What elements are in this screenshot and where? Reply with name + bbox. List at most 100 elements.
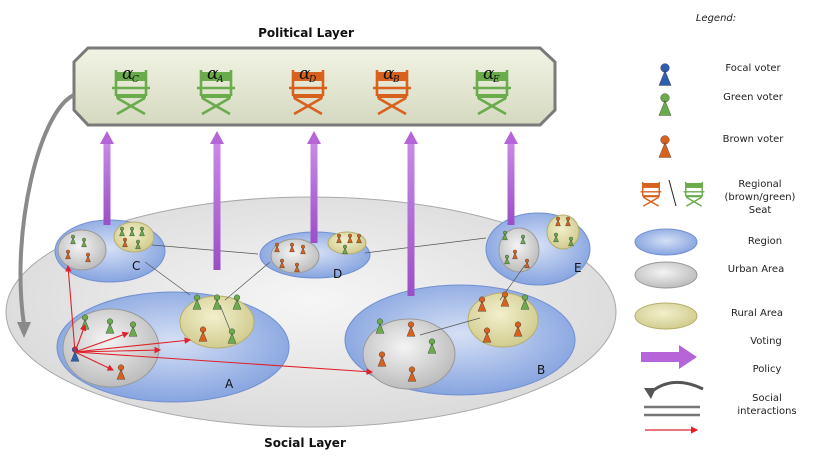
seat-c-alpha: α [122,64,134,84]
green-voter-9 [135,239,141,250]
policy-arrow-2 [210,131,224,270]
brown-voter-38 [406,321,416,337]
green-voter-2 [81,237,87,248]
seat-b-alpha: α [383,64,395,84]
green-voter-6 [129,226,135,237]
brown-voter-43 [500,291,510,307]
seat-a-alpha: α [207,64,219,84]
brown-voter-46 [513,321,523,337]
legend-green-voter: Green voter [723,92,784,103]
seat-e-subscript: E [492,75,500,85]
seat-d-alpha: α [299,64,311,84]
region-a-label: A [225,377,234,391]
brown-voter-15 [336,233,342,244]
region-e-rural [546,214,580,250]
seat-e-alpha: α [483,64,495,84]
brown-voter-12 [300,244,306,255]
green-voter-37 [375,318,385,334]
green-voter-18 [342,244,348,255]
legend-voting: Voting [750,336,782,347]
social-layer-title: Social Layer [264,436,346,450]
legend-brown-voter: Brown voter [723,134,785,145]
green-voter-26 [553,232,559,243]
legend-seat-line3: Seat [749,205,772,216]
green-voter-36 [227,328,237,344]
brown-voter-14 [294,262,300,273]
brown-voter-35 [198,326,208,342]
brown-voter-8 [122,237,128,248]
region-e-label: E [574,261,582,275]
seat-c-subscript: C [132,75,139,85]
legend-seat-line2: (brown/green) [725,192,796,203]
green-voter-1 [70,234,76,245]
policy-arrow-4 [404,131,418,296]
green-voter-34 [232,294,242,310]
legend-rural-area: Rural Area [731,308,783,319]
policy-arrow-5 [504,131,518,225]
brown-voter-16 [347,233,353,244]
legend-green-voter-icon [658,93,672,116]
legend-focal-voter: Focal voter [725,63,781,74]
green-voter-19 [502,230,508,241]
seat-a-chair-icon [197,70,235,116]
brown-voter-41 [407,366,417,382]
legend-policy: Policy [753,364,782,375]
brown-voter-24 [555,216,561,227]
brown-voter-21 [512,249,518,260]
green-voter-23 [504,254,510,265]
seat-d-subscript: D [308,75,316,85]
brown-voter-13 [279,258,285,269]
region-b-label: B [537,363,545,377]
green-voter-7 [139,226,145,237]
green-voter-5 [119,226,125,237]
seat-b-chair-icon [373,70,411,116]
voters-group [65,216,574,382]
brown-voter-17 [356,233,362,244]
brown-voter-31 [116,364,126,380]
seat-b-subscript: B [392,75,400,85]
green-voter-39 [427,338,437,354]
region-e-urban [498,227,540,273]
region-b-urban [362,318,456,390]
legend-seat-line1: Regional [738,179,781,190]
legend-brown-seat-icon [640,181,662,207]
legend-urban-area: Urban Area [728,264,784,275]
legend-curved-arrow-icon [644,381,704,399]
legend-seat-slash [668,179,677,207]
feedback-arrow-head [17,322,31,338]
policy-arrow-1 [100,131,114,225]
policy-arrow-3 [307,131,321,243]
legend-region: Region [748,236,782,247]
seat-d-chair-icon [289,70,327,116]
brown-voter-3 [65,249,71,260]
legend-social-line2: interactions [737,406,796,417]
green-voter-29 [128,321,138,337]
region-c-label: C [132,259,140,273]
brown-voter-22 [524,258,530,269]
seat-c-chair-icon [112,70,150,116]
brown-voter-25 [565,216,571,227]
political-layer-box [72,46,557,127]
legend-heading: Legend: [696,13,736,24]
inter-region-links [144,237,526,336]
political-layer-title: Political Layer [258,26,354,40]
brown-voter-42 [477,296,487,312]
legend-brown-voter-icon [658,135,672,158]
brown-voter-11 [289,242,295,253]
region-c-urban [57,229,107,271]
legend-focal-voter-icon [658,63,672,86]
seat-a-subscript: A [216,75,224,85]
legend-region-icon [634,228,698,256]
interaction-arrows [65,264,374,375]
brown-voter-40 [377,351,387,367]
legend-rural-icon [634,302,698,330]
green-voter-27 [568,236,574,247]
region-d-label: D [333,267,342,281]
seat-e-chair-icon [473,70,511,116]
green-voter-30 [105,318,115,334]
green-voter-33 [212,294,222,310]
green-voter-32 [192,294,202,310]
legend-policy-arrow-icon [641,345,697,369]
policy-arrows [100,131,518,296]
